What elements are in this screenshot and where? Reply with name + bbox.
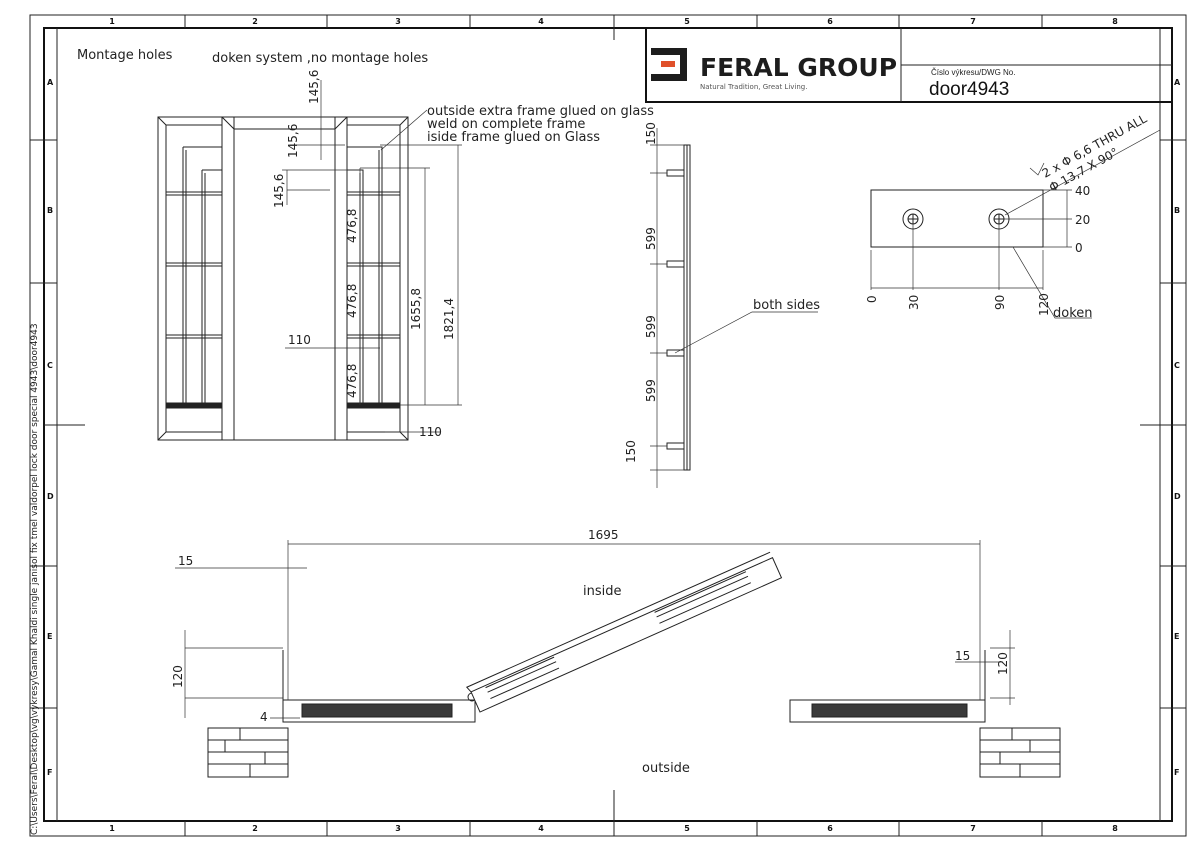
plan-dimension-lines bbox=[175, 540, 1015, 719]
zone-row-b-right: B bbox=[1174, 206, 1180, 215]
side-dim-599-1: 599 bbox=[644, 227, 658, 250]
feral-logo-icon bbox=[651, 48, 687, 81]
dwg-label: Číslo výkresu/DWG No. bbox=[931, 68, 1015, 77]
side-dim-599-2: 599 bbox=[644, 315, 658, 338]
plan-dim-left-120: 120 bbox=[171, 665, 185, 688]
zone-row-a: A bbox=[47, 78, 54, 87]
zone-row-d: D bbox=[47, 492, 54, 501]
plan-dim-right-120: 120 bbox=[996, 652, 1010, 675]
dim-height-total: 1821,4 bbox=[442, 298, 456, 340]
doken-note: doken bbox=[1053, 306, 1093, 321]
zone-col-5: 5 bbox=[684, 17, 690, 26]
dwg-number: door4943 bbox=[929, 79, 1009, 100]
zone-col-4-bottom: 4 bbox=[538, 824, 544, 833]
dim-height-inner: 1655,8 bbox=[409, 288, 423, 330]
zone-col-3: 3 bbox=[395, 17, 401, 26]
dim-width-110-b: 110 bbox=[419, 425, 442, 439]
outside-label: outside bbox=[642, 761, 690, 776]
plan-dim-left-4: 4 bbox=[260, 710, 268, 724]
zone-col-2-bottom: 2 bbox=[252, 824, 258, 833]
zone-col-4: 4 bbox=[538, 17, 544, 26]
dim-pane-3: 476,8 bbox=[345, 364, 359, 398]
callout-weld: weld on complete frame bbox=[427, 117, 585, 132]
montage-holes-note: Montage holes bbox=[77, 48, 173, 63]
plate-dim-x-0: 0 bbox=[865, 295, 879, 303]
dim-145-6-middle: 145,6 bbox=[286, 124, 300, 158]
door-front-view bbox=[157, 116, 409, 441]
zone-col-5-bottom: 5 bbox=[684, 824, 690, 833]
both-sides-note: both sides bbox=[753, 298, 820, 313]
zone-row-e: E bbox=[47, 632, 52, 641]
callout-inside-frame: iside frame glued on Glass bbox=[427, 130, 600, 145]
dim-145-6-lower: 145,6 bbox=[272, 174, 286, 208]
side-dim-150-bottom: 150 bbox=[624, 440, 638, 463]
dim-145-6-top: 145,6 bbox=[307, 70, 321, 104]
doken-system-note: doken system ,no montage holes bbox=[212, 51, 428, 66]
zone-row-b: B bbox=[47, 206, 53, 215]
zone-ticks bbox=[30, 15, 1186, 836]
plate-dimension-lines bbox=[870, 129, 1161, 319]
zone-col-2: 2 bbox=[252, 17, 258, 26]
plate-dim-x-90: 90 bbox=[993, 295, 1007, 310]
outer-border bbox=[29, 14, 1187, 837]
zone-labels: 1 2 3 4 5 6 7 8 1 2 3 4 5 6 7 8 A B C D … bbox=[47, 17, 1181, 833]
inside-label: inside bbox=[583, 584, 622, 599]
zone-row-f-right: F bbox=[1174, 768, 1179, 777]
callout-outside-frame: outside extra frame glued on glass bbox=[427, 104, 654, 119]
zone-row-f: F bbox=[47, 768, 52, 777]
side-view-dimension-lines bbox=[650, 128, 818, 488]
zone-col-1-bottom: 1 bbox=[109, 824, 115, 833]
zone-col-7-bottom: 7 bbox=[970, 824, 976, 833]
zone-row-c: C bbox=[47, 361, 53, 370]
door-plan-view bbox=[207, 551, 1061, 778]
title-block: FERAL GROUP Natural Tradition, Great Liv… bbox=[645, 27, 1173, 103]
plate-dim-x-120: 120 bbox=[1037, 293, 1051, 316]
plan-dim-left-15: 15 bbox=[178, 554, 193, 568]
side-dim-599-3: 599 bbox=[644, 379, 658, 402]
zone-col-3-bottom: 3 bbox=[395, 824, 401, 833]
plan-dim-overall: 1695 bbox=[588, 528, 619, 542]
plan-dim-right-15: 15 bbox=[955, 649, 970, 663]
dim-pane-1: 476,8 bbox=[345, 209, 359, 243]
plate-dim-y-40: 40 bbox=[1075, 184, 1090, 198]
zone-col-1: 1 bbox=[109, 17, 115, 26]
dim-pane-2: 476,8 bbox=[345, 284, 359, 318]
zone-row-e-right: E bbox=[1174, 632, 1179, 641]
plate-dim-x-30: 30 bbox=[907, 295, 921, 310]
door-outer-frame bbox=[157, 116, 409, 441]
zone-row-c-right: C bbox=[1174, 361, 1180, 370]
dim-width-110-a: 110 bbox=[288, 333, 311, 347]
zone-col-8: 8 bbox=[1112, 17, 1118, 26]
company-tagline: Natural Tradition, Great Living. bbox=[700, 83, 807, 91]
zone-row-a-right: A bbox=[1174, 78, 1181, 87]
zone-col-8-bottom: 8 bbox=[1112, 824, 1118, 833]
front-view-dimension-lines bbox=[282, 80, 462, 433]
file-path: C:\Users\Feral\Desktop\vg\vykresy\Gamal … bbox=[30, 323, 40, 835]
zone-col-6-bottom: 6 bbox=[827, 824, 833, 833]
zone-col-7: 7 bbox=[970, 17, 976, 26]
zone-row-d-right: D bbox=[1174, 492, 1181, 501]
callout-leader bbox=[380, 109, 428, 151]
company-name: FERAL GROUP bbox=[700, 53, 897, 82]
doken-plate-detail bbox=[870, 189, 1044, 248]
zone-col-6: 6 bbox=[827, 17, 833, 26]
plate-dim-y-20: 20 bbox=[1075, 213, 1090, 227]
door-side-view bbox=[666, 144, 691, 471]
plate-dim-y-0: 0 bbox=[1075, 241, 1083, 255]
side-dim-150-top: 150 bbox=[644, 122, 658, 145]
